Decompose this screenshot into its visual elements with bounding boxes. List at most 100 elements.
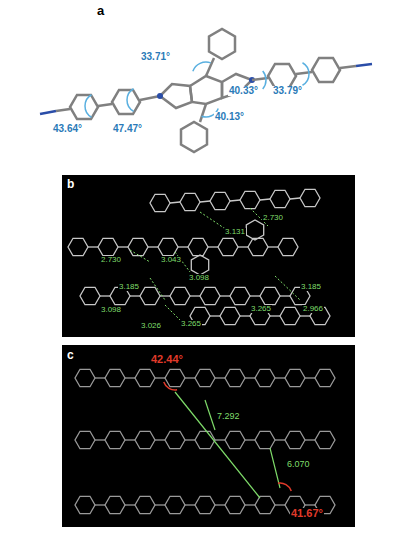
benzene-ring [225, 369, 245, 386]
bond-line [268, 246, 278, 247]
benzene-ring [135, 369, 155, 386]
angle-arc [303, 63, 310, 86]
angle-arc [127, 89, 134, 112]
benzene-ring [230, 287, 250, 304]
benzene-ring [255, 496, 275, 513]
bond-line [305, 439, 315, 440]
benzene-ring [210, 192, 230, 209]
benzene-ring [191, 255, 208, 275]
measurement-label: 42.44° [150, 354, 184, 365]
bond-line [208, 246, 218, 247]
bond-line [275, 504, 285, 505]
bond-line [270, 315, 280, 316]
bond-line [215, 377, 225, 378]
bond-line [356, 64, 372, 66]
measurement-label: 2.730 [262, 214, 284, 222]
bond-line [40, 111, 56, 114]
benzene-ring [240, 191, 260, 208]
benzene-ring [181, 122, 207, 152]
benzene-ring [225, 431, 245, 448]
pyrrole-ring [160, 84, 192, 108]
bond-line [275, 377, 285, 378]
bond-line [130, 295, 140, 296]
bond-line [125, 504, 135, 505]
bond-line [185, 439, 195, 440]
measurement-label: 3.265 [250, 305, 272, 313]
bond-line [148, 246, 158, 247]
bond-line [340, 66, 356, 68]
bond-line [155, 504, 165, 505]
benzene-ring [98, 238, 118, 255]
bond-line [245, 504, 255, 505]
bond-line [100, 295, 110, 296]
benzene-ring [268, 64, 296, 88]
benzene-ring [218, 238, 238, 255]
measurement-label: 40.33° [228, 86, 259, 96]
angle-arc [85, 95, 92, 118]
bond-line [200, 201, 210, 202]
angle-arc [193, 62, 211, 71]
benzene-ring [170, 287, 190, 304]
benzene-ring [180, 193, 200, 210]
benzene-ring [135, 431, 155, 448]
bond-line [220, 295, 230, 296]
bond-line [150, 278, 165, 300]
bond-line [230, 200, 240, 201]
bond-line [305, 504, 315, 505]
benzene-ring [195, 431, 215, 448]
benzene-ring [150, 194, 170, 211]
measurement-label: 3.043 [160, 256, 182, 264]
bond-line [175, 392, 260, 498]
bond-line [125, 377, 135, 378]
benzene-ring [285, 431, 305, 448]
bond-line [275, 439, 285, 440]
bond-line [56, 109, 70, 111]
bond-line [215, 504, 225, 505]
benzene-ring [188, 238, 208, 255]
benzene-ring [105, 369, 125, 386]
benzene-ring [105, 496, 125, 513]
measurement-label: 3.098 [100, 306, 122, 314]
bond-line [210, 315, 220, 316]
benzene-ring [220, 307, 240, 324]
benzene-ring [255, 431, 275, 448]
panel-letter: c [66, 349, 75, 361]
measurement-label: 2.966 [302, 305, 324, 313]
bond-line [170, 202, 180, 203]
bond-line [178, 246, 188, 247]
bond-line [165, 305, 180, 320]
bond-line [190, 295, 200, 296]
benzene-ring [246, 220, 263, 240]
bond-line [270, 448, 280, 488]
bond-line [125, 439, 135, 440]
bond-line [250, 295, 260, 296]
bond-line [238, 246, 248, 247]
benzene-ring [248, 238, 268, 255]
measurement-label: 41.67° [290, 508, 324, 519]
bond-line [185, 504, 195, 505]
bond-line [205, 400, 215, 430]
benzene-ring [140, 287, 160, 304]
benzene-ring [75, 369, 95, 386]
bond-line [300, 315, 310, 316]
benzene-ring [280, 307, 300, 324]
benzene-ring [158, 238, 178, 255]
benzene-ring [165, 431, 185, 448]
nitrogen-atom [157, 93, 163, 99]
bond-line [88, 246, 98, 247]
bond-line [185, 377, 195, 378]
bond-line [200, 104, 206, 122]
benzene-ring [80, 287, 100, 304]
measurement-label: 3.131 [224, 228, 246, 236]
benzene-ring [195, 496, 215, 513]
measurement-label: 47.47° [112, 124, 143, 134]
measurement-label: 33.71° [140, 52, 171, 62]
benzene-ring [165, 496, 185, 513]
bond-line [140, 96, 160, 100]
benzene-ring [285, 369, 305, 386]
benzene-ring [300, 189, 320, 206]
benzene-ring [200, 287, 220, 304]
bond-line [95, 377, 105, 378]
